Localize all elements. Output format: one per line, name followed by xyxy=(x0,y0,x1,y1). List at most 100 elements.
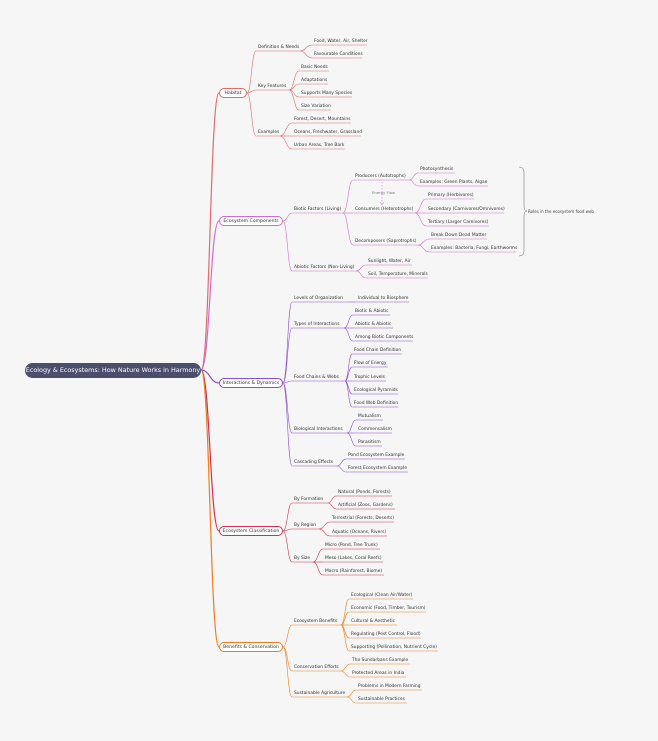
benefits-agriculture[interactable]: Sustainable Agriculture xyxy=(294,691,346,696)
connector-line xyxy=(327,495,337,504)
connector-line xyxy=(299,44,313,52)
connector-line xyxy=(346,419,357,434)
roles-summary-note[interactable]: Roles in the ecosystem food web xyxy=(528,209,594,214)
connector-line xyxy=(282,212,293,222)
root-connector xyxy=(200,369,220,532)
habitat-def-item[interactable]: Food, Water, Air, Shelter xyxy=(314,39,368,44)
cascade-item[interactable]: Forest Ecosystem Example xyxy=(348,466,408,471)
interactions-biological[interactable]: Biological Interactions xyxy=(294,427,343,432)
components-consumers[interactable]: Consumers (Heterotrophs) xyxy=(355,207,414,212)
consumers-item[interactable]: Primary (Herbivores) xyxy=(428,193,474,198)
region-item[interactable]: Aquatic (Oceans, Rivers) xyxy=(332,530,387,535)
connector-line xyxy=(327,502,337,510)
root-topic[interactable]: Ecology & Ecosystems: How Nature Works i… xyxy=(25,363,201,378)
roles-bracket xyxy=(518,166,528,257)
cascade-item[interactable]: Pond Ecosystem Example xyxy=(348,453,405,458)
connector-line xyxy=(342,179,354,214)
consumers-item[interactable]: Tertiary (Larger Carnivores) xyxy=(428,220,489,225)
components-decomposers[interactable]: Decomposers (Saprotrophs) xyxy=(355,239,417,244)
food-item[interactable]: Flow of Energy xyxy=(354,361,387,366)
agri-item[interactable]: Sustainable Practices xyxy=(358,697,405,702)
food-item[interactable]: Ecological Pyramids xyxy=(354,388,398,393)
producers-item[interactable]: Photosynthesis xyxy=(420,167,454,172)
habitat-example-item[interactable]: Forest, Desert, Mountains xyxy=(294,117,351,122)
eco-item[interactable]: Ecological (Clean Air/Water) xyxy=(351,593,413,598)
connector-line xyxy=(414,212,427,227)
agri-item[interactable]: Problems in Modern Farming xyxy=(358,684,421,689)
decomposers-item[interactable]: Examples: Bacteria, Fungi, Earthworms xyxy=(431,246,518,251)
connector-line xyxy=(417,244,430,253)
consumers-item[interactable]: Secondary (Carnivores/Omnivores) xyxy=(428,207,505,212)
abiotic-item[interactable]: Sunlight, Water, Air xyxy=(368,259,411,264)
benefits-ecosystem[interactable]: Ecosystem Benefits xyxy=(294,619,338,624)
connector-line xyxy=(282,220,293,272)
connector-line xyxy=(340,611,350,626)
food-item[interactable]: Food Web Definition xyxy=(354,401,399,406)
region-item[interactable]: Terrestrial (Forests, Deserts) xyxy=(332,516,394,521)
root-connector xyxy=(200,92,220,371)
habitat-def-item[interactable]: Favourable Conditions xyxy=(314,52,363,57)
connector-line xyxy=(288,83,300,91)
eco-item[interactable]: Regulating (Pest Control, Flood) xyxy=(351,632,421,637)
eco-item[interactable]: Cultural & Aesthetic xyxy=(351,619,395,624)
connector-line xyxy=(340,598,350,626)
abiotic-item[interactable]: Soil, Temperature, Minerals xyxy=(368,272,428,277)
connector-line xyxy=(344,380,353,408)
bio-item[interactable]: Mutualism xyxy=(358,414,381,419)
habitat-example-item[interactable]: Urban Areas, Tree Bark xyxy=(294,143,345,148)
habitat-key-item[interactable]: Size Variation xyxy=(301,104,331,109)
components-abiotic[interactable]: Abiotic Factors (Non-Living) xyxy=(294,265,355,270)
decomposers-item[interactable]: Break Down Dead Matter xyxy=(431,233,487,238)
interactions-levels[interactable]: Levels of Organization xyxy=(294,296,343,301)
connector-line xyxy=(282,646,293,672)
branch-ecosystem-classification[interactable]: Ecosystem Classification xyxy=(219,526,283,536)
size-item[interactable]: Meso (Lakes, Coral Reefs) xyxy=(325,556,382,561)
connector-line xyxy=(282,528,293,532)
branch-benefits-conservation[interactable]: Benefits & Conservation xyxy=(219,642,283,652)
connector-line xyxy=(312,561,324,576)
classification-size[interactable]: By Size xyxy=(294,556,311,561)
eco-item[interactable]: Economic (Food, Timber, Tourism) xyxy=(351,606,426,611)
habitat-example-item[interactable]: Oceans, Freshwater, Grassland xyxy=(294,130,363,135)
types-item[interactable]: Among Biotic Components xyxy=(355,335,414,340)
connector-line xyxy=(340,624,350,639)
connector-line xyxy=(282,327,293,384)
size-item[interactable]: Micro (Pond, Tree Trunk) xyxy=(325,543,378,548)
interactions-cascading[interactable]: Cascading Effects xyxy=(294,460,334,465)
components-biotic[interactable]: Biotic Factors (Living) xyxy=(294,207,342,212)
habitat-examples[interactable]: Examples xyxy=(258,130,280,135)
formation-item[interactable]: Natural (Ponds, Forests) xyxy=(338,490,391,495)
size-item[interactable]: Macro (Rainforest, Biome) xyxy=(325,569,383,574)
levels-item[interactable]: Individual to Biosphere xyxy=(358,296,409,301)
food-item[interactable]: Trophic Levels xyxy=(354,375,385,380)
habitat-key-item[interactable]: Adaptations xyxy=(301,78,328,83)
connector-line xyxy=(282,624,293,648)
formation-item[interactable]: Artificial (Zoos, Gardens) xyxy=(338,503,393,508)
habitat-definition-needs[interactable]: Definition & Needs xyxy=(258,45,300,50)
interactions-types[interactable]: Types of Interactions xyxy=(294,322,340,327)
cons-item[interactable]: Protected Areas in India xyxy=(352,671,405,676)
branch-interactions-dynamics[interactable]: Interactions & Dynamics xyxy=(219,378,283,388)
bio-item[interactable]: Commensalism xyxy=(358,427,392,432)
habitat-key-features[interactable]: Key Features xyxy=(258,84,287,89)
classification-region[interactable]: By Region xyxy=(294,523,317,528)
classification-formation[interactable]: By Formation xyxy=(294,497,324,502)
types-item[interactable]: Biotic & Abiotic xyxy=(355,309,389,314)
connector-line xyxy=(279,122,293,137)
producers-item[interactable]: Examples: Green Plants, Algae xyxy=(420,180,488,185)
benefits-conservation[interactable]: Conservation Efforts xyxy=(294,665,339,670)
interactions-food-chains[interactable]: Food Chains & Webs xyxy=(294,375,339,380)
branch-ecosystem-components[interactable]: Ecosystem Components xyxy=(219,216,283,226)
connector-line xyxy=(299,50,313,59)
habitat-key-item[interactable]: Basic Needs xyxy=(301,65,328,70)
branch-habitat[interactable]: Habitat xyxy=(219,88,247,98)
components-producers[interactable]: Producers (Autotrophs) xyxy=(355,174,406,179)
bio-item[interactable]: Parasitism xyxy=(358,440,381,445)
habitat-key-item[interactable]: Supports Many Species xyxy=(301,91,353,96)
cons-item[interactable]: The Sundarbans Example xyxy=(352,658,409,663)
types-item[interactable]: Abiotic & Abiotic xyxy=(355,322,392,327)
food-item[interactable]: Food Chain Definition xyxy=(354,348,402,353)
connector-line xyxy=(340,663,351,672)
eco-item[interactable]: Supporting (Pollination, Nutrient Cycle) xyxy=(351,645,437,650)
